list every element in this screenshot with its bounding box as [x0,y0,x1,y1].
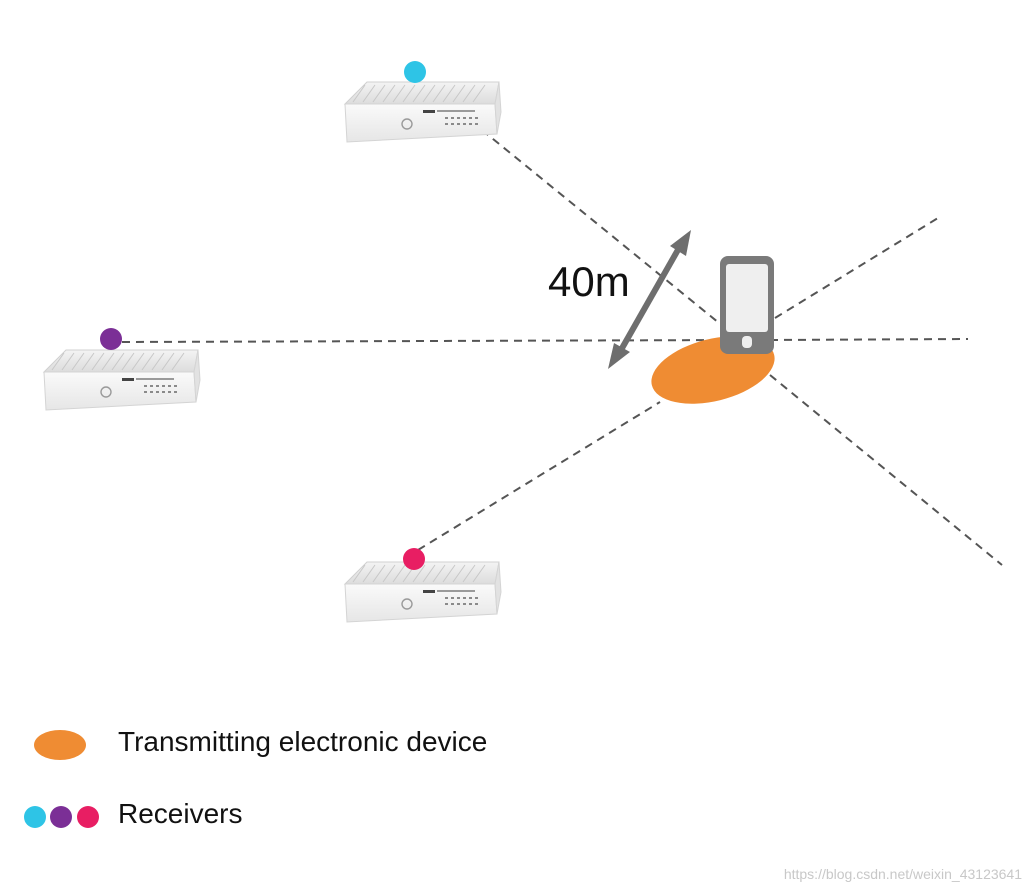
legend-transmitter-swatch [34,730,86,760]
signal-line-upper-right [774,217,939,319]
receiver-marker-purple [100,328,122,350]
receiver-marker-pink [403,548,425,570]
signal-line-right [769,338,969,341]
watermark: https://blog.csdn.net/weixin_43123641 [783,866,1022,882]
legend-transmitter-label: Transmitting electronic device [118,726,488,757]
signal-lines [121,129,1003,566]
smartphone-icon [720,256,774,354]
receiver-box-icon [344,561,502,623]
legend-receiver-swatches [24,806,99,828]
receiver-marker-cyan [404,61,426,83]
signal-line-bottom-receiver [417,401,661,551]
receiver-box-icon [43,349,201,411]
distance-label: 40m [548,258,630,305]
legend-receivers-label: Receivers [118,798,243,829]
receiver-box-icon [344,81,502,143]
receiver-left [43,328,201,411]
signal-line-left-receiver [121,339,741,343]
signal-line-lower-right [769,374,1003,566]
double-arrow-icon [608,230,691,369]
signal-line-top-receiver [481,129,736,337]
receiver-top [344,61,502,143]
receiver-bottom [344,548,502,623]
